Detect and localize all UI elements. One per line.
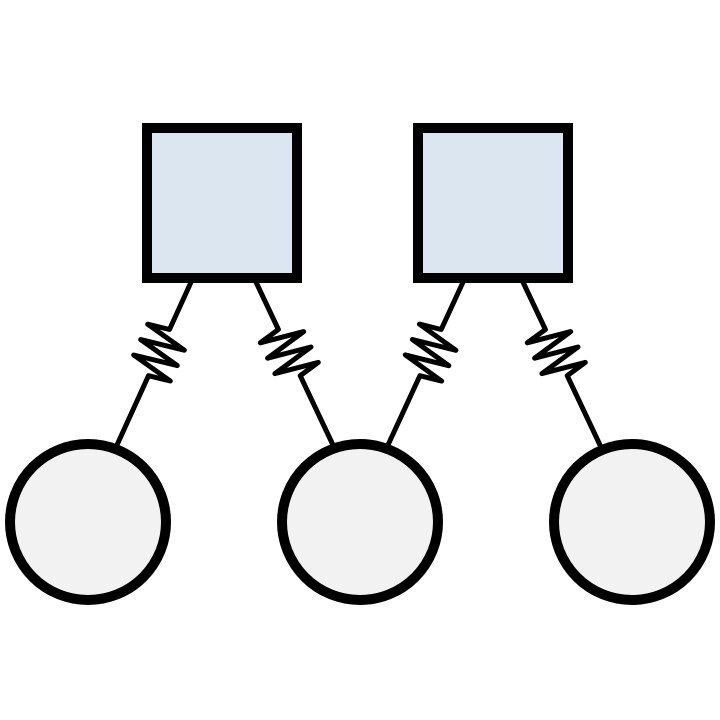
spring-edge-1 [114, 277, 195, 448]
circle-3-node [549, 439, 715, 605]
circle-2-node [277, 439, 443, 605]
square-2-node [413, 123, 573, 283]
spring-line [519, 277, 603, 448]
spring-line [114, 277, 195, 448]
square-1-node [142, 123, 302, 283]
nodes-layer [5, 123, 715, 605]
spring-edge-4 [519, 277, 603, 448]
spring-line [252, 277, 336, 448]
edges-layer [114, 277, 603, 448]
circle-1-node [5, 439, 171, 605]
spring-line [385, 277, 467, 448]
spring-edge-2 [252, 277, 336, 448]
spring-edge-3 [385, 277, 467, 448]
